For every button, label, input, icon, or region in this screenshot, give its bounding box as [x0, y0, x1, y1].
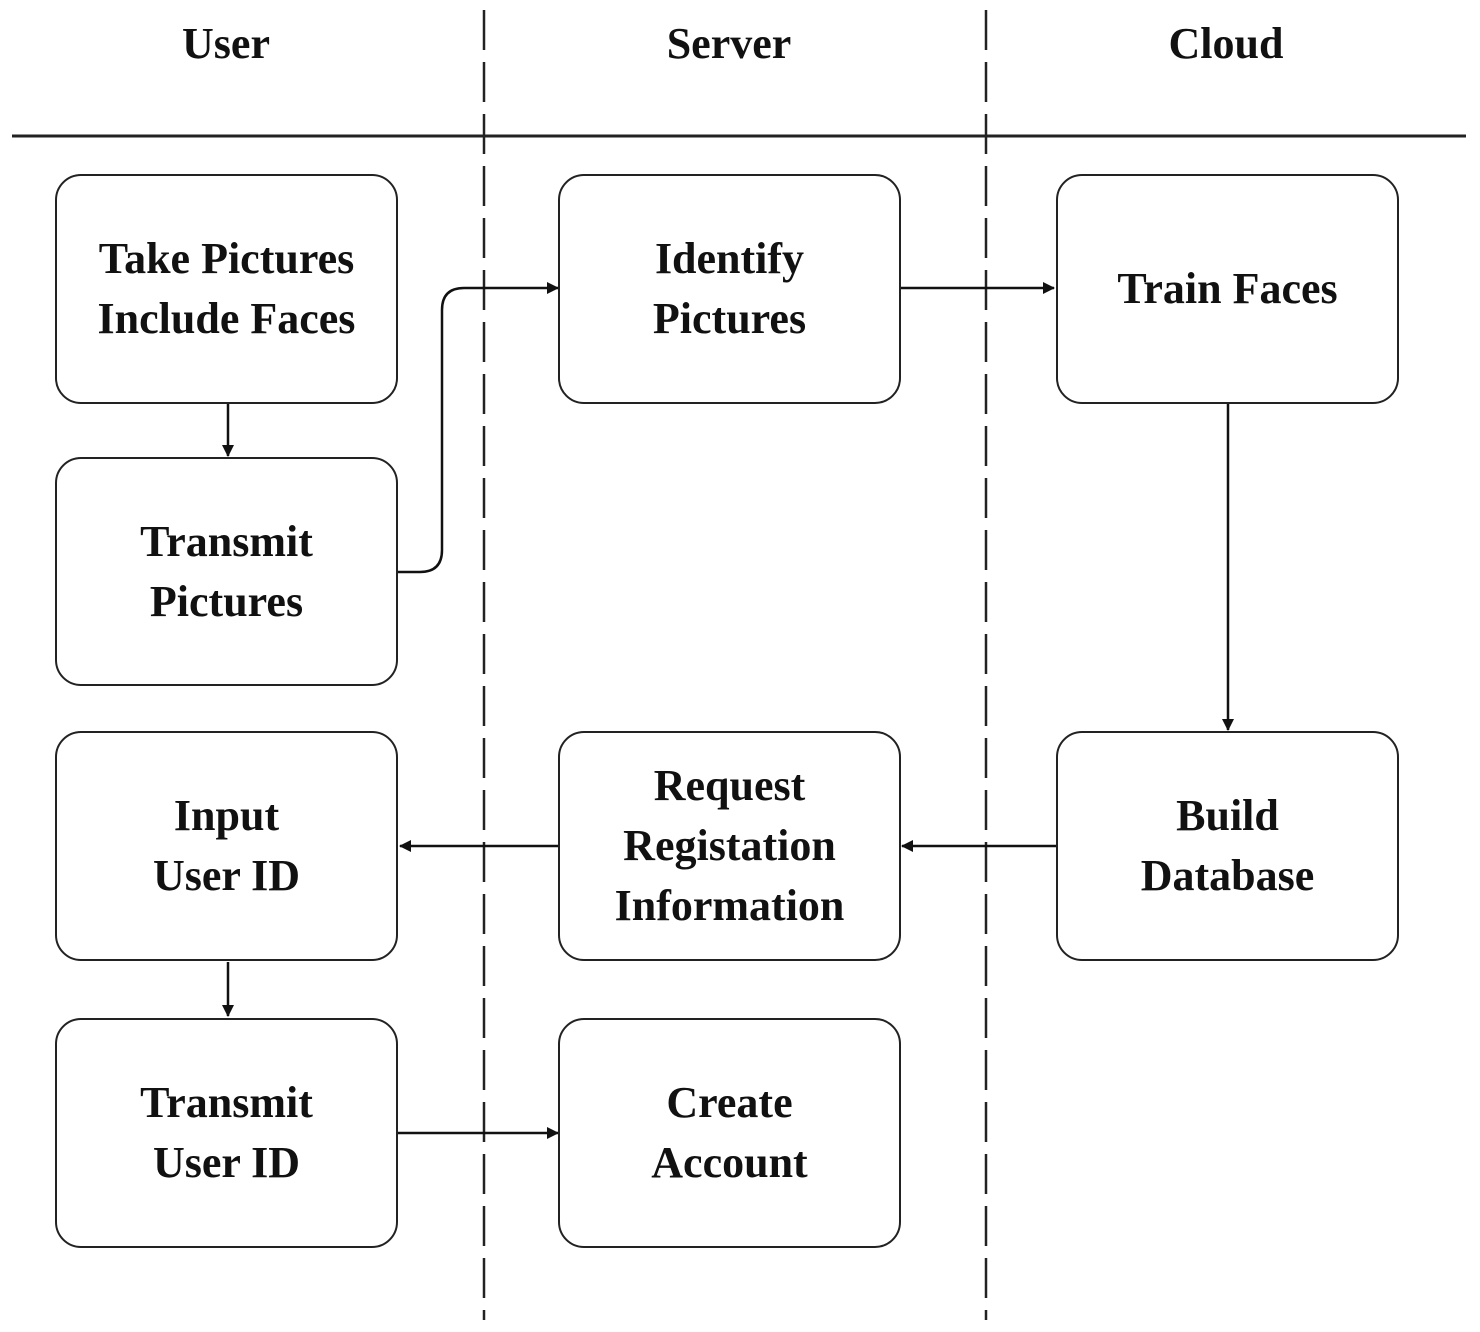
step-label-line: Build: [1176, 791, 1279, 840]
step-label-line: Include Faces: [97, 294, 356, 343]
step-build-database: Build Database: [1056, 731, 1399, 961]
step-create-account: Create Account: [558, 1018, 901, 1248]
step-label-line: Input: [173, 791, 280, 840]
step-label-line: Transmit: [140, 516, 313, 566]
step-transmit-user-id: Transmit User ID: [55, 1018, 398, 1248]
lane-title-user: User: [182, 19, 270, 68]
step-label-line: Pictures: [149, 576, 304, 626]
step-take-pictures: Take Pictures Include Faces: [55, 174, 398, 404]
step-input-user-id: Input User ID: [55, 731, 398, 961]
step-label-line: Request: [653, 761, 806, 810]
step-request-registration-information: Request Registation Information: [558, 731, 901, 961]
step-label-line: Take Pictures: [98, 234, 355, 283]
step-label-line: User ID: [152, 1138, 301, 1187]
step-transmit-pictures: Transmit Pictures: [55, 457, 398, 686]
step-label-line: Create: [666, 1078, 793, 1127]
lane-title-server: Server: [666, 19, 792, 68]
arrow-transmit-to-identify: [398, 282, 559, 574]
step-label-line: Database: [1140, 851, 1315, 900]
step-label-line: Transmit: [140, 1078, 313, 1127]
step-label-line: Account: [651, 1138, 808, 1187]
step-label-line: Train Faces: [1117, 264, 1338, 313]
step-identify-pictures: Identify Pictures: [558, 174, 901, 404]
step-label-line: Identify: [654, 234, 805, 283]
step-label-line: Pictures: [652, 294, 807, 343]
lane-title-cloud: Cloud: [1168, 19, 1284, 68]
step-train-faces: Train Faces: [1056, 174, 1399, 404]
step-label-line: User ID: [152, 851, 301, 900]
step-label-line: Registation: [623, 821, 836, 870]
step-label-line: Information: [614, 881, 845, 930]
